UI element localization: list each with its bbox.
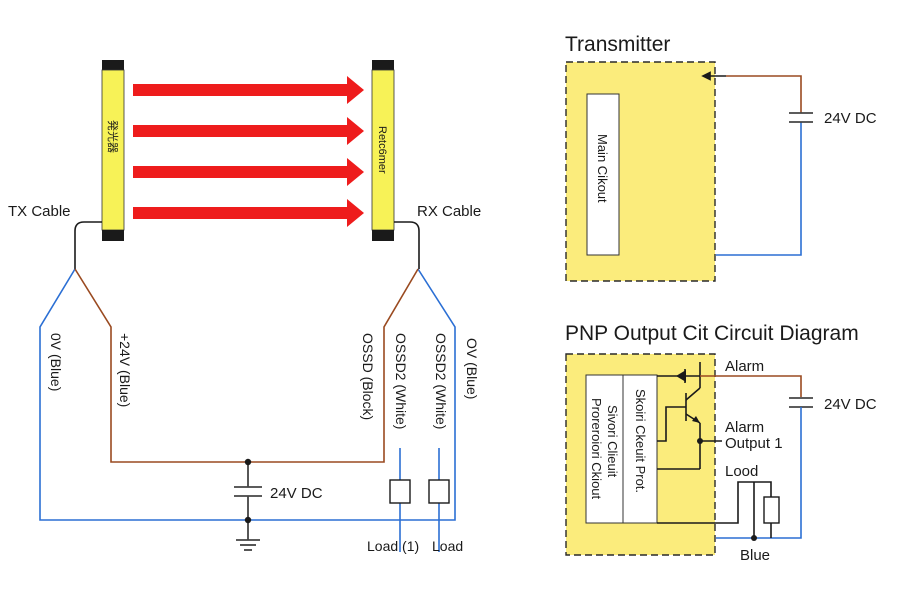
pnp-title: PNP Output Cit Circuit Diagram bbox=[565, 322, 859, 345]
supply-label-left: 24V DC bbox=[270, 485, 323, 502]
beam-arrow bbox=[133, 199, 364, 227]
transmitter-24v-wire bbox=[726, 75, 802, 113]
tx-cable-label: TX Cable bbox=[8, 203, 71, 220]
transmitter-title: Transmitter bbox=[565, 33, 670, 56]
transmitter-0v-wire bbox=[716, 122, 802, 256]
main-circuit-block bbox=[586, 93, 620, 256]
load-resistor bbox=[763, 496, 780, 524]
protection-line-2: Proreroiori Ckiout bbox=[589, 398, 604, 500]
short-circuit-label: Skoiri Ckeuit Prot. bbox=[633, 389, 648, 493]
blue-label: Blue bbox=[740, 547, 770, 564]
pnp-supply-label: 24V DC bbox=[824, 396, 877, 413]
ground-icon bbox=[236, 539, 260, 551]
load-2-label: Load bbox=[432, 538, 463, 554]
blue-node bbox=[751, 535, 757, 541]
transmitter-supply-label: 24V DC bbox=[824, 110, 877, 127]
transistor-icon bbox=[657, 362, 722, 470]
tx-wire-label-24v: +24V (Blue) bbox=[117, 333, 133, 407]
tx-wire-label-0v: 0V (Blue) bbox=[48, 333, 64, 391]
receiver-cap-top bbox=[372, 60, 394, 70]
main-circuit-label: Main Cikout bbox=[595, 134, 610, 203]
emitter-cap-top bbox=[102, 60, 124, 70]
supply-24v-dc bbox=[234, 458, 262, 540]
pnp-capacitor bbox=[789, 397, 813, 408]
diode-icon bbox=[676, 369, 686, 383]
short-circuit-prot-block bbox=[622, 374, 658, 524]
emitter-cap-bottom bbox=[102, 230, 124, 241]
rx-wire-label-ossd: OSSD (Block) bbox=[360, 333, 376, 420]
receiver-label: Retc6mer bbox=[376, 126, 388, 174]
rx-wire-label-ossd2-a: OSSD2 (White) bbox=[393, 333, 409, 429]
tx-cable bbox=[74, 221, 102, 269]
load-label: Lood bbox=[725, 463, 758, 480]
rx-cable bbox=[394, 221, 420, 269]
rx-cable-label: RX Cable bbox=[417, 203, 481, 220]
alarm-wire bbox=[700, 375, 802, 397]
rx-wire-label-ossd2-b: OSSD2 (White) bbox=[433, 333, 449, 429]
emitter-label: 発光器 bbox=[106, 120, 120, 153]
light-beams bbox=[133, 76, 364, 227]
load-1-label: Load (1) bbox=[367, 538, 419, 554]
transmitter-capacitor bbox=[789, 112, 813, 123]
receiver-unit: Retc6mer bbox=[371, 60, 395, 241]
load-1-box bbox=[389, 479, 411, 504]
receiver-cap-bottom bbox=[372, 230, 394, 241]
alarm-output-line-2: Output 1 bbox=[725, 435, 783, 452]
protection-circuit-block bbox=[585, 374, 624, 524]
beam-arrow bbox=[133, 158, 364, 186]
beam-arrow bbox=[133, 117, 364, 145]
rx-wire-label-0v: OV (Blue) bbox=[464, 338, 480, 399]
alarm-output-line-1: Alarm bbox=[725, 419, 764, 436]
alarm-label: Alarm bbox=[725, 358, 764, 375]
protection-line-1: Sivori Clieuit bbox=[605, 405, 620, 478]
load-wire bbox=[657, 481, 772, 524]
emitter-unit: 発光器 bbox=[101, 60, 125, 241]
pnp-0v-wire bbox=[716, 407, 802, 539]
beam-arrow bbox=[133, 76, 364, 104]
load-2-box bbox=[428, 479, 450, 504]
